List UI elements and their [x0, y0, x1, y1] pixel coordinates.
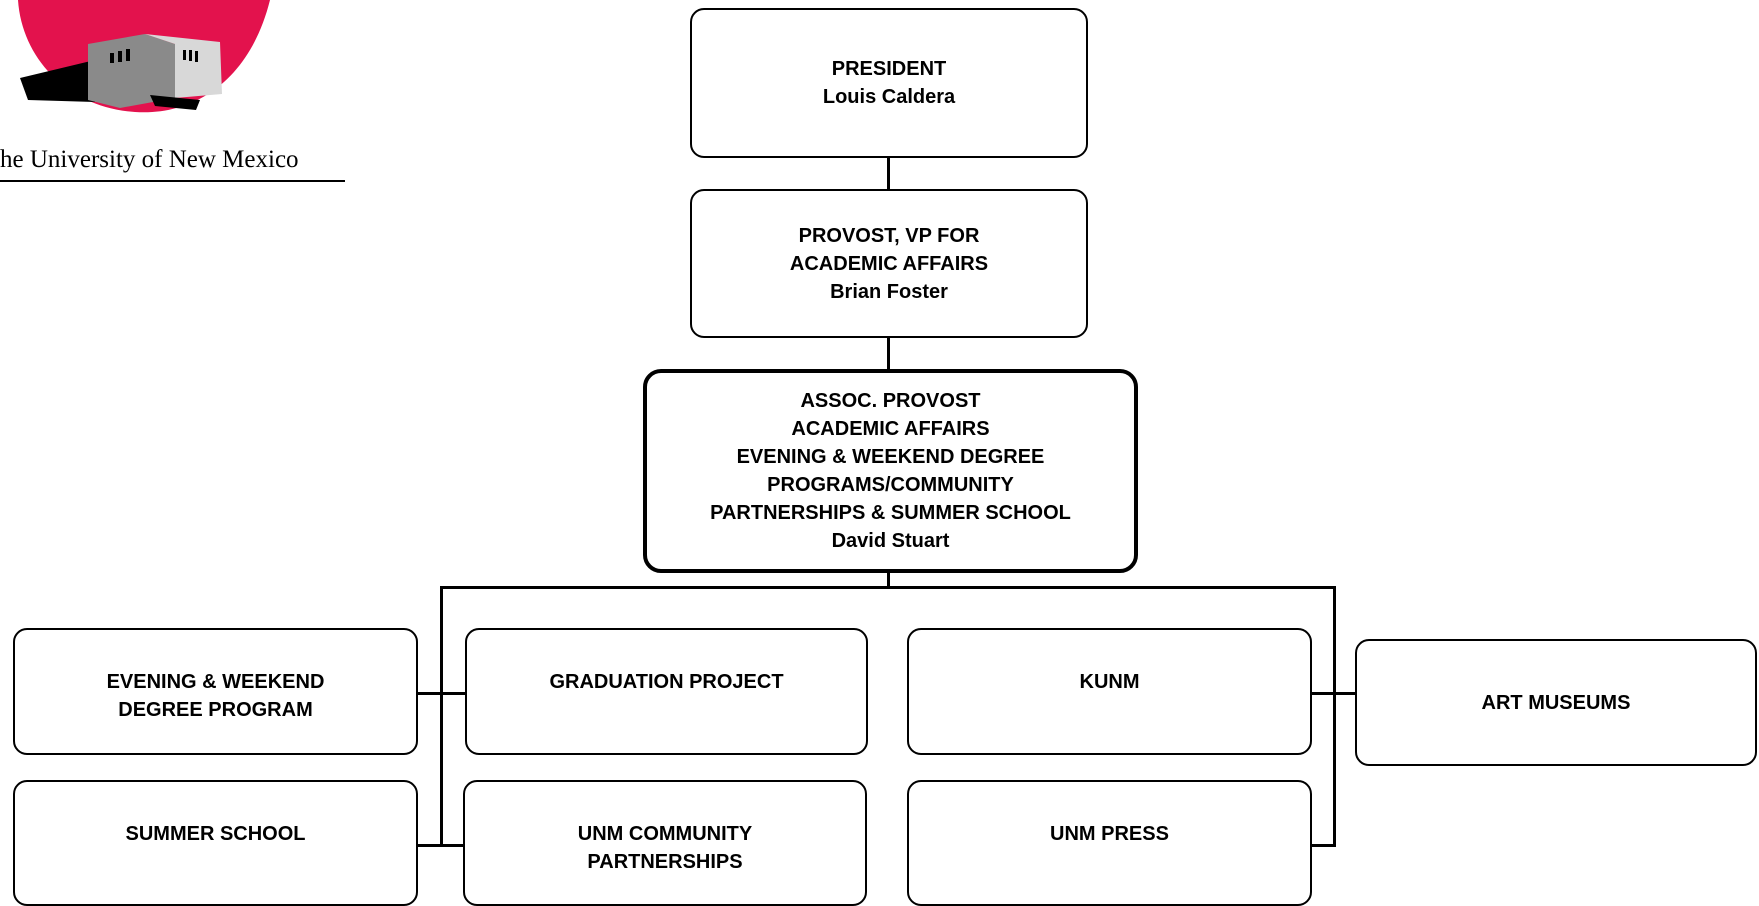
connector-evening-weekend	[417, 692, 467, 695]
kunm-box: KUNM	[907, 628, 1312, 755]
connector-unm-press	[1310, 844, 1336, 847]
assoc-provost-name: David Stuart	[831, 530, 950, 552]
president-name: Louis Caldera	[822, 86, 956, 108]
kunm-label: KUNM	[1079, 671, 1140, 693]
community-partnerships-line2: PARTNERSHIPS	[587, 851, 743, 873]
logo-building-dark-face	[88, 34, 175, 108]
community-partnerships-box: UNM COMMUNITY PARTNERSHIPS	[463, 780, 867, 906]
art-museums-box: ART MUSEUMS	[1355, 639, 1757, 766]
logo-building-light-face	[145, 34, 222, 98]
logo-building-front	[20, 60, 95, 102]
connector-president-provost	[887, 156, 890, 191]
summer-school-box: SUMMER SCHOOL	[13, 780, 418, 906]
connector-assoc-bus	[887, 571, 890, 588]
connector-provost-assoc	[887, 336, 890, 372]
university-name: he University of New Mexico	[0, 146, 299, 173]
evening-weekend-line2: DEGREE PROGRAM	[118, 699, 313, 721]
horizontal-bus	[441, 586, 1335, 589]
provost-title-line2: ACADEMIC AFFAIRS	[789, 252, 989, 275]
assoc-provost-box: ASSOC. PROVOST ACADEMIC AFFAIRS EVENING …	[643, 369, 1138, 573]
president-box: PRESIDENT Louis Caldera	[690, 8, 1088, 158]
summer-school-label: SUMMER SCHOOL	[125, 823, 306, 845]
assoc-provost-line3: EVENING & WEEKEND DEGREE	[736, 446, 1045, 468]
provost-name: Brian Foster	[830, 280, 948, 303]
logo-building-shadow	[150, 95, 200, 110]
unm-press-box: UNM PRESS	[907, 780, 1312, 906]
community-partnerships-line1: UNM COMMUNITY	[577, 823, 753, 845]
logo-underline	[0, 180, 345, 182]
art-museums-label: ART MUSEUMS	[1481, 691, 1631, 714]
connector-summer-school	[417, 844, 465, 847]
provost-box: PROVOST, VP FOR ACADEMIC AFFAIRS Brian F…	[690, 189, 1088, 338]
assoc-provost-line1: ASSOC. PROVOST	[800, 390, 981, 412]
assoc-provost-line4: PROGRAMS/COMMUNITY	[767, 474, 1014, 496]
assoc-provost-line5: PARTNERSHIPS & SUMMER SCHOOL	[710, 502, 1071, 524]
graduation-project-label: GRADUATION PROJECT	[549, 671, 784, 693]
connector-art-museums	[1334, 692, 1356, 695]
right-vertical-bus	[1333, 586, 1336, 846]
evening-weekend-box: EVENING & WEEKEND DEGREE PROGRAM	[13, 628, 418, 755]
evening-weekend-line1: EVENING & WEEKEND	[106, 671, 325, 693]
unm-logo	[18, 0, 270, 113]
left-vertical-bus	[440, 586, 443, 846]
president-title: PRESIDENT	[831, 58, 947, 80]
graduation-project-box: GRADUATION PROJECT	[465, 628, 868, 755]
provost-title-line1: PROVOST, VP FOR	[798, 224, 980, 247]
assoc-provost-line2: ACADEMIC AFFAIRS	[791, 418, 990, 440]
unm-press-label: UNM PRESS	[1050, 823, 1169, 845]
connector-kunm	[1310, 692, 1336, 695]
